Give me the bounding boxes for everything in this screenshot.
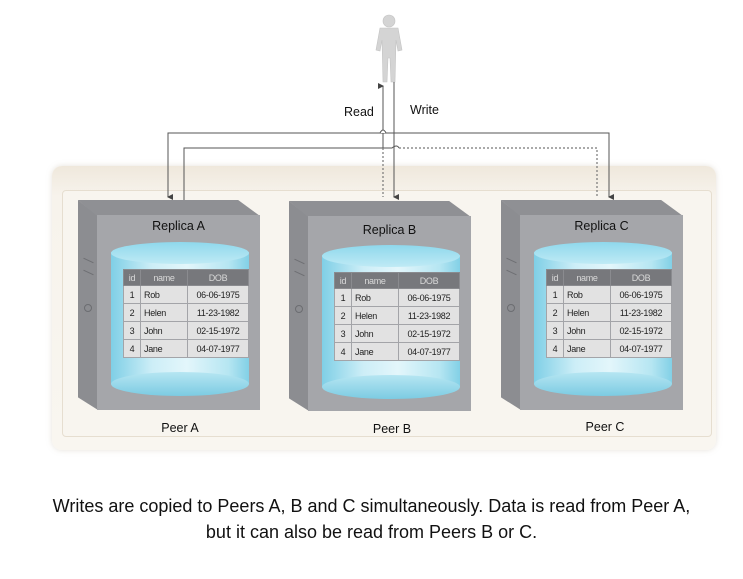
table-row: 3 John 02-15-1972 bbox=[123, 321, 249, 340]
table-row: 4 Jane 04-07-1977 bbox=[546, 339, 672, 358]
power-led-icon bbox=[84, 304, 92, 312]
table-row: 2 Helen 11-23-1982 bbox=[546, 303, 672, 322]
read-label: Read bbox=[344, 105, 374, 119]
replica-table: id name DOB 1 Rob 06-06-1975 2 Helen 11-… bbox=[334, 272, 460, 361]
peer-b-label: Peer B bbox=[372, 422, 412, 436]
power-led-icon bbox=[295, 305, 303, 313]
col-id-header: id bbox=[123, 269, 141, 286]
caption-line-2: but it can also be read from Peers B or … bbox=[205, 522, 538, 542]
table-row: 3 John 02-15-1972 bbox=[334, 324, 460, 343]
read-alt-path bbox=[382, 147, 598, 197]
write-path bbox=[167, 82, 614, 200]
replica-a-server: Replica A id name DOB 1 Rob 06-06-1975 2… bbox=[78, 200, 260, 410]
col-dob-header: DOB bbox=[187, 269, 249, 286]
table-row: 1 Rob 06-06-1975 bbox=[334, 288, 460, 307]
table-row: 1 Rob 06-06-1975 bbox=[123, 285, 249, 304]
person-icon bbox=[375, 14, 403, 83]
table-row: 4 Jane 04-07-1977 bbox=[123, 339, 249, 358]
database-cylinder-icon: id name DOB 1 Rob 06-06-1975 2 Helen 11-… bbox=[322, 245, 460, 400]
replica-label: Replica C bbox=[574, 219, 629, 233]
table-row: 4 Jane 04-07-1977 bbox=[334, 342, 460, 361]
table-row: 2 Helen 11-23-1982 bbox=[123, 303, 249, 322]
col-id-header: id bbox=[334, 272, 352, 289]
server-top bbox=[501, 200, 683, 216]
server-top bbox=[78, 200, 260, 216]
table-row: 3 John 02-15-1972 bbox=[546, 321, 672, 340]
replica-c-server: Replica C id name DOB 1 Rob 06-06-1975 2… bbox=[501, 200, 683, 410]
table-row: 2 Helen 11-23-1982 bbox=[334, 306, 460, 325]
database-cylinder-icon: id name DOB 1 Rob 06-06-1975 2 Helen 11-… bbox=[534, 242, 672, 397]
replica-label: Replica A bbox=[152, 219, 205, 233]
col-name-header: name bbox=[140, 269, 188, 286]
write-label: Write bbox=[410, 103, 439, 117]
col-name-header: name bbox=[351, 272, 399, 289]
database-cylinder-icon: id name DOB 1 Rob 06-06-1975 2 Helen 11-… bbox=[111, 242, 249, 397]
server-side bbox=[78, 200, 98, 410]
read-path bbox=[183, 83, 400, 200]
peer-c-label: Peer C bbox=[585, 420, 625, 434]
server-side bbox=[289, 201, 309, 411]
replica-table: id name DOB 1 Rob 06-06-1975 2 Helen 11-… bbox=[546, 269, 672, 358]
col-id-header: id bbox=[546, 269, 564, 286]
replica-label: Replica B bbox=[362, 223, 417, 237]
col-dob-header: DOB bbox=[610, 269, 672, 286]
table-row: 1 Rob 06-06-1975 bbox=[546, 285, 672, 304]
caption-line-1: Writes are copied to Peers A, B and C si… bbox=[52, 496, 691, 516]
replica-b-server: Replica B id name DOB 1 Rob 06-06-1975 2… bbox=[289, 201, 471, 411]
replica-table: id name DOB 1 Rob 06-06-1975 2 Helen 11-… bbox=[123, 269, 249, 358]
col-dob-header: DOB bbox=[398, 272, 460, 289]
col-name-header: name bbox=[563, 269, 611, 286]
line-hop bbox=[379, 129, 387, 134]
server-top bbox=[289, 201, 471, 217]
power-led-icon bbox=[507, 304, 515, 312]
peer-a-label: Peer A bbox=[161, 421, 199, 435]
server-side bbox=[501, 200, 521, 410]
